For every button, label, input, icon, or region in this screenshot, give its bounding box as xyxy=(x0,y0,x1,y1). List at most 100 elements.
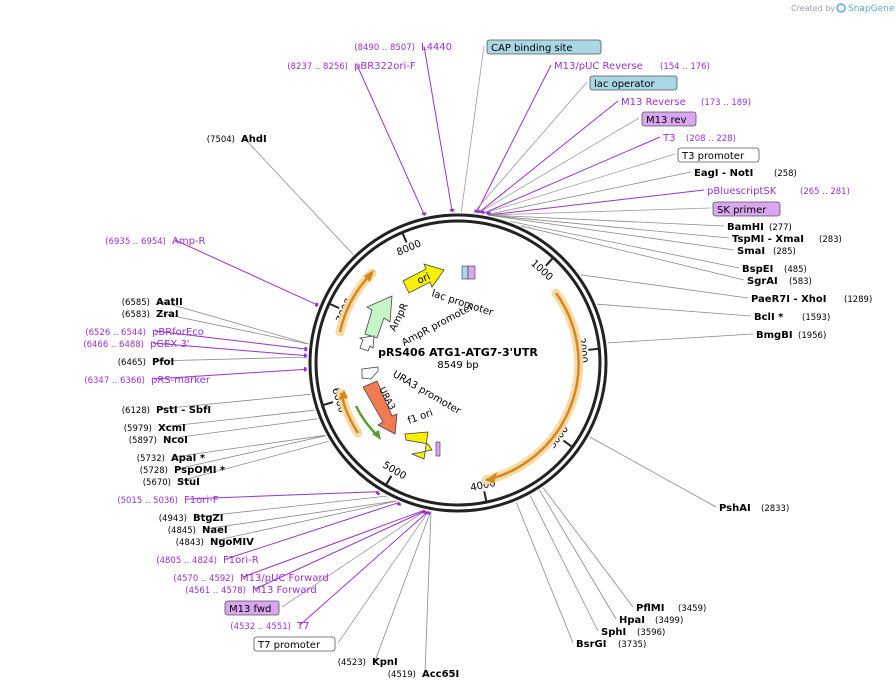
site-cap-binding-site[interactable]: CAP binding site xyxy=(486,39,602,55)
site-pos-hpai: (3499) xyxy=(655,616,683,626)
site-name-bamhi: BamHI xyxy=(727,222,764,233)
lac-promoter-box xyxy=(467,265,476,280)
site-m13-forward[interactable]: M13 Forward(4561 .. 4578) xyxy=(185,585,316,596)
site-name-sk-primer: SK primer xyxy=(717,205,767,216)
lower-left-orange-arc-head xyxy=(338,390,348,400)
site-btgzi[interactable]: BtgZI(4943) xyxy=(159,513,224,524)
site-box-cap-binding-site xyxy=(486,39,602,55)
tick-8000 xyxy=(401,232,408,243)
site-sk-primer[interactable]: SK primer xyxy=(712,201,781,217)
site-sphi[interactable]: SphI(3596) xyxy=(601,627,665,638)
feature-arcs xyxy=(335,268,584,485)
site-pbluescriptsk[interactable]: pBluescriptSK(265 .. 281) xyxy=(707,186,850,197)
site-pos-f1ori-r: (4805 .. 4824) xyxy=(156,556,217,566)
site-pfoi[interactable]: PfoI(6465) xyxy=(118,357,175,368)
site-psti-sbfi[interactable]: PstI - SbfI(6128) xyxy=(122,405,211,416)
site-naei[interactable]: NaeI(4845) xyxy=(168,525,228,536)
site-bmgbi[interactable]: BmgBI(1956) xyxy=(756,330,826,341)
left-orange-arc-head xyxy=(364,270,374,282)
site-pos-pspomi: (5728) xyxy=(140,466,168,476)
site-m13-reverse[interactable]: M13 Reverse(173 .. 189) xyxy=(621,97,751,108)
site-name-bspei: BspEI xyxy=(742,264,773,275)
site-ncoi[interactable]: NcoI(5897) xyxy=(129,435,188,446)
site-aatii[interactable]: AatII(6585) xyxy=(122,297,183,308)
feature-label-f1-ori: f1 ori xyxy=(406,408,434,427)
site-pos-m13-reverse: (173 .. 189) xyxy=(701,98,751,108)
site-xcmi[interactable]: XcmI(5979) xyxy=(124,423,186,434)
leader-sgrai xyxy=(520,225,745,281)
site-apai[interactable]: ApaI *(5732) xyxy=(137,453,206,464)
site-name-bmgbi: BmgBI xyxy=(756,330,793,341)
snapgene-logo-icon xyxy=(836,3,846,13)
leader-tspmi-xmai xyxy=(489,214,730,239)
site-tspmi-xmai[interactable]: TspMI - XmaI(283) xyxy=(732,234,842,245)
leader-m13-puc-reverse xyxy=(475,64,552,214)
site-kpni[interactable]: KpnI(4523) xyxy=(338,657,398,668)
site-pos-f1ori-f: (5015 .. 5036) xyxy=(117,496,178,506)
site-hpai[interactable]: HpaI(3499) xyxy=(619,615,683,626)
site-pos-tspmi-xmai: (283) xyxy=(819,235,842,245)
site-stui[interactable]: StuI(5670) xyxy=(143,477,200,488)
site-l4440[interactable]: L4440(8490 .. 8507) xyxy=(354,42,452,53)
tick-label-8000: 8000 xyxy=(395,238,423,258)
site-smai[interactable]: SmaI(285) xyxy=(737,246,796,257)
tick-6000 xyxy=(322,401,334,407)
snapgene-brand: SnapGene xyxy=(848,4,895,14)
site-pflmi[interactable]: PflMI(3459) xyxy=(636,603,706,614)
site-name-naei: NaeI xyxy=(202,525,228,536)
leader-psti-sbfi xyxy=(158,393,311,410)
feature-label-ori: ori xyxy=(416,271,432,286)
site-name-t3-promoter: T3 promoter xyxy=(681,151,745,162)
site-t7-promoter[interactable]: T7 promoter xyxy=(253,636,336,652)
leader-pbr322ori-f xyxy=(356,64,426,216)
site-name-bcli: BclI * xyxy=(754,312,784,323)
site-prs-marker[interactable]: pRS-marker(6347 .. 6366) xyxy=(84,375,211,386)
site-pshai[interactable]: PshAI(2833) xyxy=(719,503,789,514)
site-marks xyxy=(303,208,491,515)
site-name-pspomi: PspOMI * xyxy=(174,465,226,476)
site-m13-fwd[interactable]: M13 fwd xyxy=(224,600,280,616)
site-m13-puc-forward[interactable]: M13/pUC Forward(4570 .. 4592) xyxy=(173,573,328,584)
site-pos-kpni: (4523) xyxy=(338,658,366,668)
tick-3000 xyxy=(562,439,573,448)
leader-l4440 xyxy=(423,45,453,213)
site-pspomi[interactable]: PspOMI * (5728) xyxy=(140,465,226,476)
site-amp-r[interactable]: Amp-R(6935 .. 6954) xyxy=(105,236,205,247)
site-pos-pbrforeco: (6526 .. 6544) xyxy=(85,328,146,338)
ura3-cds-arrow xyxy=(362,380,398,435)
site-pos-acc65i: (4519) xyxy=(388,670,416,680)
site-name-bsrgi: BsrGI xyxy=(576,639,606,650)
site-m13-rev[interactable]: M13 rev xyxy=(641,111,697,127)
site-pbr322ori-f[interactable]: pBR322ori-F(8237 .. 8256) xyxy=(287,61,416,72)
site-zrai[interactable]: ZraI(6583) xyxy=(122,309,179,320)
site-ahdi[interactable]: AhdI(7504) xyxy=(207,134,267,145)
site-t7[interactable]: T7(4532 .. 4551) xyxy=(230,621,309,632)
leader-pflmi xyxy=(542,487,634,608)
site-pos-bspei: (485) xyxy=(784,265,807,275)
site-name-cap-binding-site: CAP binding site xyxy=(491,43,573,54)
site-eagi-noti[interactable]: EagI - NotI(258) xyxy=(694,168,797,179)
site-paer7i-xhoi[interactable]: PaeR7I - XhoI(1289) xyxy=(751,294,872,305)
site-ngomiv[interactable]: NgoMIV(4843) xyxy=(176,537,254,548)
site-pgex-3[interactable]: pGEX 3'(6466 .. 6488) xyxy=(83,339,189,350)
site-f1ori-r[interactable]: F1ori-R(4805 .. 4824) xyxy=(156,555,258,566)
site-t3-promoter[interactable]: T3 promoter xyxy=(677,147,760,163)
site-m13-puc-reverse[interactable]: M13/pUC Reverse(154 .. 176) xyxy=(554,61,710,72)
green-arc-head xyxy=(372,430,381,440)
site-pos-zrai: (6583) xyxy=(122,310,150,320)
site-bspei[interactable]: BspEI (485) xyxy=(742,264,807,275)
site-f1ori-f[interactable]: F1ori-F(5015 .. 5036) xyxy=(117,495,218,506)
site-t3[interactable]: T3(208 .. 228) xyxy=(662,133,736,144)
site-bsrgi[interactable]: BsrGI(3735) xyxy=(576,639,646,650)
site-bcli[interactable]: BclI *(1593) xyxy=(754,312,830,323)
site-bamhi[interactable]: BamHI(277) xyxy=(727,222,792,233)
tick-label-5000: 5000 xyxy=(380,460,408,482)
site-pbrforeco[interactable]: pBRforEco(6526 .. 6544) xyxy=(85,327,204,338)
feature-label-ampr-promoter: AmpR promoter xyxy=(400,301,476,348)
site-name-ahdi: AhdI xyxy=(241,134,267,145)
site-sgrai[interactable]: SgrAI(583) xyxy=(747,276,812,287)
site-lac-operator[interactable]: lac operator xyxy=(589,75,678,91)
site-acc65i[interactable]: Acc65I(4519) xyxy=(388,669,460,680)
site-name-psti-sbfi: PstI - SbfI xyxy=(156,405,211,416)
